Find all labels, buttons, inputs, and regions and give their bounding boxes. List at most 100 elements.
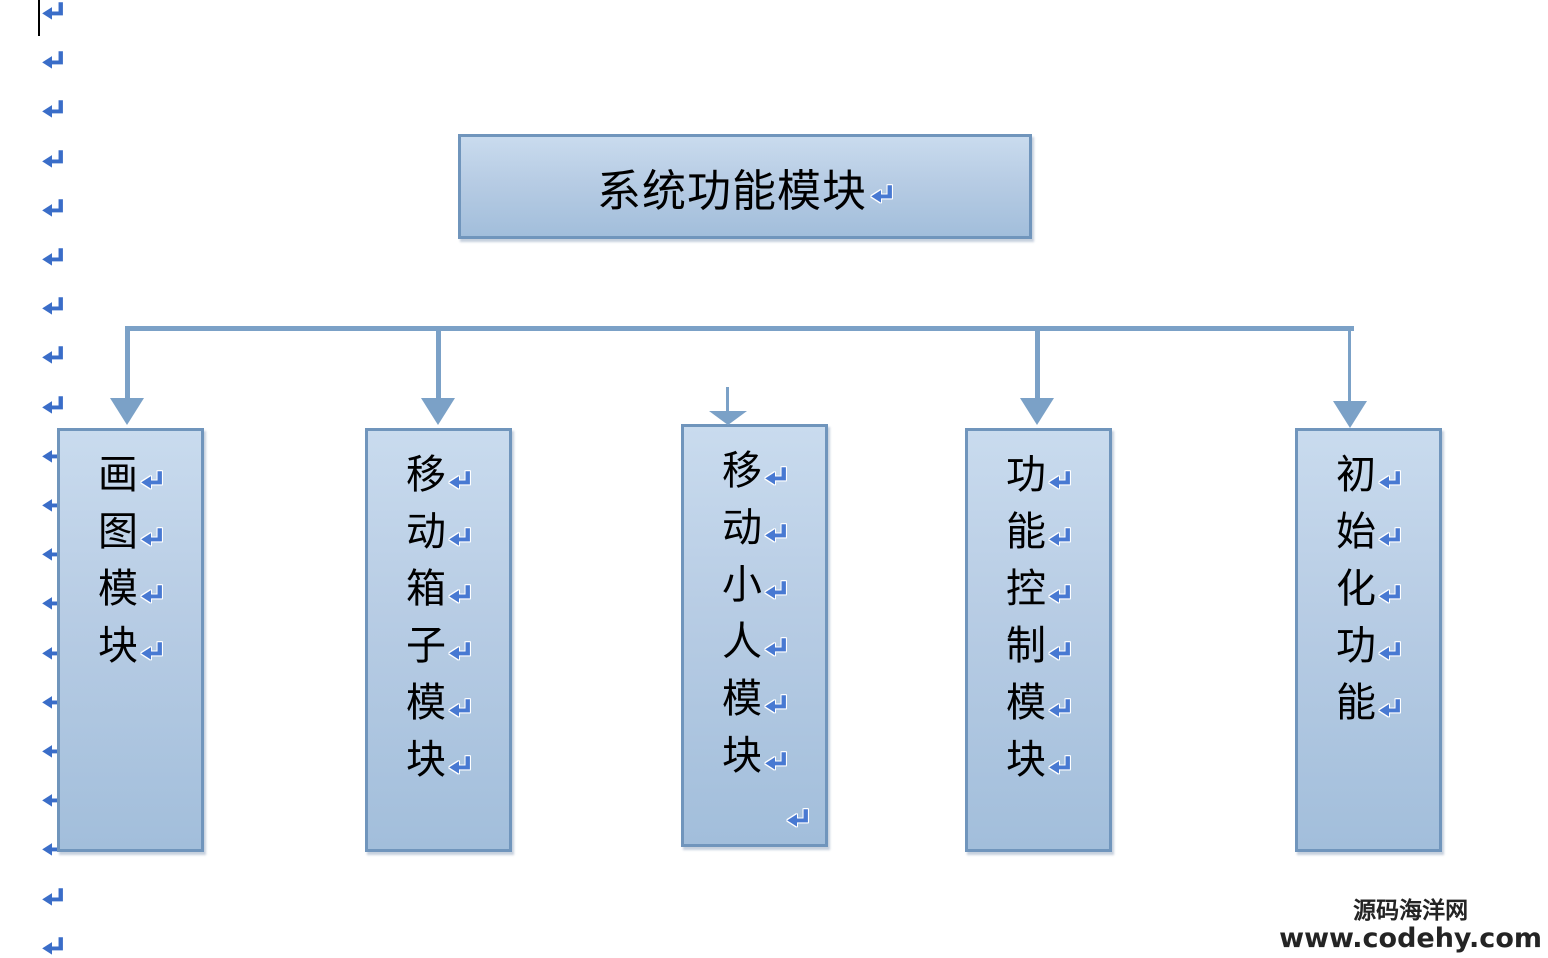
return-mark-icon	[40, 100, 64, 119]
return-mark-icon	[763, 752, 787, 771]
return-mark-icon	[447, 471, 471, 490]
box-text-char: 块	[98, 622, 138, 669]
box-text-line: 块	[684, 727, 825, 784]
box-text-line: 块	[60, 617, 201, 674]
box-text-char: 始	[1336, 508, 1376, 555]
connector-branch-4[interactable]	[1035, 326, 1040, 400]
empty-line	[684, 784, 825, 841]
box-text-line: 动	[368, 503, 509, 560]
box-text-line: 子	[368, 617, 509, 674]
box-text-char: 小	[722, 561, 762, 608]
return-mark-icon	[139, 642, 163, 661]
node-function-control-module[interactable]: 功能控制模块	[965, 428, 1112, 852]
return-mark-icon	[869, 185, 893, 204]
box-text-char: 画	[98, 451, 138, 498]
box-text-char: 人	[722, 618, 762, 665]
box-text-line: 箱	[368, 560, 509, 617]
box-text-line: 模	[684, 670, 825, 727]
arrow-down-icon	[1020, 398, 1054, 425]
return-mark-icon	[1377, 699, 1401, 718]
box-text-line: 动	[684, 499, 825, 556]
return-mark-icon	[40, 248, 64, 267]
connector-branch-3-stub[interactable]	[726, 387, 729, 413]
node-system-function-module[interactable]: 系统功能模块	[458, 134, 1032, 239]
box-text-char: 箱	[406, 565, 446, 612]
return-mark-icon	[1047, 471, 1071, 490]
return-mark-icon	[763, 524, 787, 543]
box-text-line: 模	[60, 560, 201, 617]
return-mark-icon	[139, 528, 163, 547]
return-mark-icon	[40, 740, 64, 759]
box-text-char: 能	[1336, 679, 1376, 726]
return-mark-icon	[40, 51, 64, 70]
node-move-character-module[interactable]: 移动小人模块	[681, 424, 828, 847]
box-text-char: 控	[1006, 565, 1046, 612]
box-text-line: 始	[1298, 503, 1439, 560]
box-text-char: 模	[722, 675, 762, 722]
return-mark-icon	[1047, 528, 1071, 547]
node-move-box-module[interactable]: 移动箱子模块	[365, 428, 512, 852]
text-cursor	[38, 0, 40, 36]
return-mark-icon	[763, 638, 787, 657]
return-mark-icon	[1047, 585, 1071, 604]
box-text-line: 模	[368, 674, 509, 731]
box-text-char: 功	[1336, 622, 1376, 669]
return-mark-icon	[40, 543, 64, 562]
box-text-line: 图	[60, 503, 201, 560]
box-text-char: 化	[1336, 565, 1376, 612]
box-text-char: 模	[1006, 679, 1046, 726]
return-mark-icon	[1047, 699, 1071, 718]
return-mark-icon	[447, 528, 471, 547]
box-text-line: 移	[684, 442, 825, 499]
return-mark-icon	[447, 756, 471, 775]
box-text-line: 制	[968, 617, 1109, 674]
return-mark-icon	[40, 789, 64, 808]
watermark: 源码海洋网 www.codehy.com	[1279, 898, 1542, 955]
box-text-char: 图	[98, 508, 138, 555]
return-mark-icon	[40, 297, 64, 316]
return-mark-icon	[139, 471, 163, 490]
box-text-line: 块	[368, 731, 509, 788]
node-initialization-function[interactable]: 初始化功能	[1295, 428, 1442, 852]
box-text-char: 移	[722, 447, 762, 494]
connector-trunk-line[interactable]	[125, 326, 1354, 331]
connector-branch-5[interactable]	[1348, 330, 1351, 402]
box-text-char: 动	[722, 504, 762, 551]
return-mark-icon	[40, 494, 64, 513]
node-drawing-module[interactable]: 画图模块	[57, 428, 204, 852]
return-mark-icon	[40, 395, 64, 415]
connector-branch-2[interactable]	[436, 326, 441, 400]
return-mark-icon	[763, 467, 787, 486]
return-mark-icon	[139, 585, 163, 604]
box-text-line: 功	[1298, 617, 1439, 674]
box-text-line: 小	[684, 556, 825, 613]
box-text-line: 模	[968, 674, 1109, 731]
box-text-char: 功	[1006, 451, 1046, 498]
box-text-char: 模	[98, 565, 138, 612]
box-text-line: 块	[968, 731, 1109, 788]
return-mark-icon	[447, 699, 471, 718]
node-label: 系统功能模块	[597, 165, 867, 217]
return-mark-icon	[447, 585, 471, 604]
return-mark-icon	[40, 937, 64, 956]
arrow-down-icon	[421, 398, 455, 425]
watermark-url: www.codehy.com	[1279, 923, 1542, 955]
box-text-line: 功	[968, 446, 1109, 503]
box-text-line: 画	[60, 446, 201, 503]
watermark-site-name: 源码海洋网	[1353, 898, 1469, 925]
return-mark-icon	[785, 809, 809, 828]
return-mark-icon	[1377, 642, 1401, 661]
return-mark-icon	[763, 695, 787, 714]
box-text-line: 化	[1298, 560, 1439, 617]
box-text-line: 控	[968, 560, 1109, 617]
box-text-line: 初	[1298, 446, 1439, 503]
box-text-line: 能	[1298, 674, 1439, 731]
return-mark-icon	[40, 346, 64, 365]
return-mark-icon	[40, 887, 64, 907]
box-text-char: 动	[406, 508, 446, 555]
return-mark-icon	[1047, 756, 1071, 775]
return-mark-icon	[1047, 642, 1071, 661]
connector-branch-1[interactable]	[125, 326, 130, 400]
return-mark-icon	[40, 2, 64, 21]
